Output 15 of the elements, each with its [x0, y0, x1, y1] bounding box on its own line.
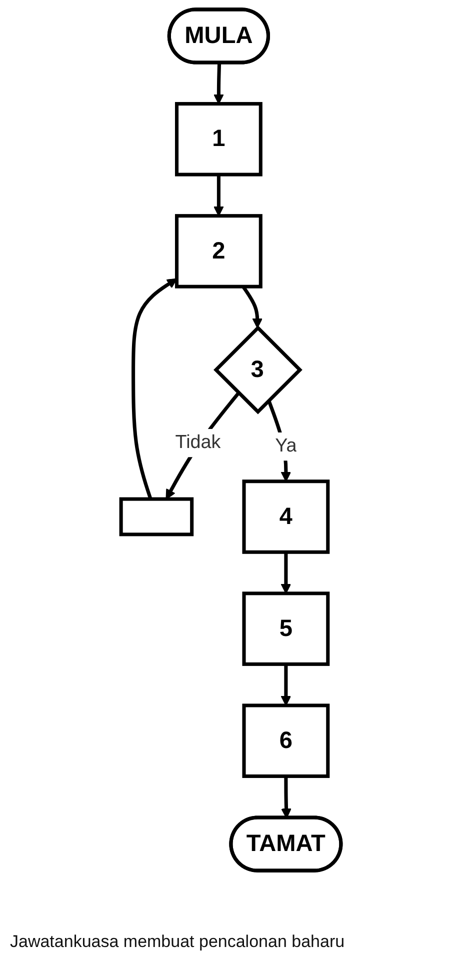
arrow [280, 552, 292, 594]
arrow [166, 392, 240, 500]
edge-label: Tidak [175, 432, 221, 452]
arrow [214, 63, 224, 104]
arrow [280, 664, 292, 706]
arrow [214, 174, 224, 216]
node-box: 4 [242, 480, 330, 554]
node-box [119, 497, 194, 536]
node-box: 1 [174, 102, 262, 176]
node-box: 2 [174, 214, 262, 288]
edge-label: Ya [275, 436, 297, 456]
node-box: 5 [242, 592, 330, 666]
note-text: Jawatankuasa membuat pencalonan baharu [10, 932, 346, 952]
node-diamond: 3 [214, 325, 302, 414]
node-box: 6 [242, 704, 330, 778]
